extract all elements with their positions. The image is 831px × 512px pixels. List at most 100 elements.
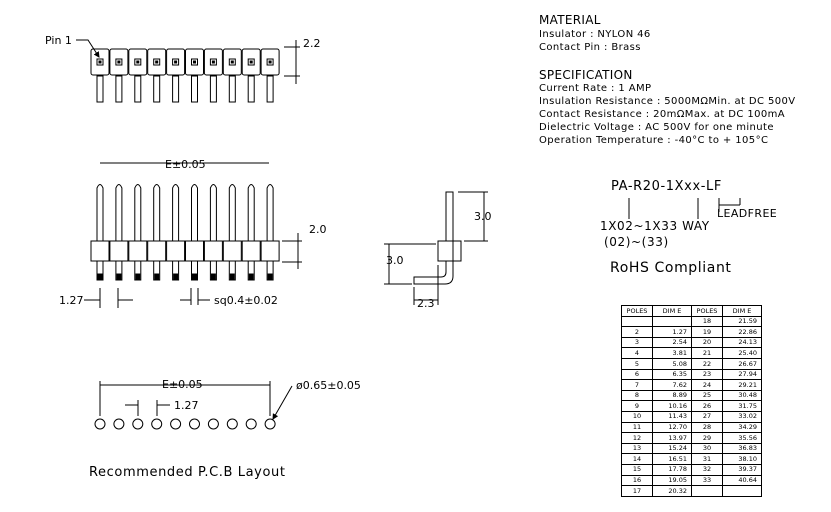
front-pin-upper	[134, 184, 142, 241]
top-pin-square	[172, 58, 180, 66]
pcb-hole	[264, 418, 276, 430]
front-pin-upper	[247, 184, 255, 241]
dim-e-cell: 25.40	[722, 347, 762, 359]
poles-cell: 24	[691, 379, 723, 391]
front-pin-lower	[153, 261, 161, 281]
front-housing-cell	[109, 240, 129, 262]
front-housing-cell	[166, 240, 186, 262]
top-pin-square	[228, 58, 236, 66]
pin1-label: Pin 1	[45, 34, 72, 47]
top-pin-dot	[230, 60, 234, 64]
poles-cell: 31	[691, 453, 723, 465]
top-housing-cell	[260, 48, 280, 76]
top-pin-square	[247, 58, 255, 66]
top-pin-dot	[193, 60, 196, 64]
dim-e-cell: 11.43	[652, 410, 692, 423]
dim-1-27-pcb: 1.27	[174, 399, 199, 412]
poles-cell: 12	[621, 432, 653, 444]
dim-e-cell: 2.54	[652, 336, 692, 349]
poles-cell: 11	[621, 421, 653, 434]
front-pin-lower	[266, 261, 274, 281]
top-pin-square	[153, 58, 161, 66]
spec-line-2: Insulation Resistance : 5000MΩMin. at DC…	[539, 96, 796, 107]
top-pin-dot	[136, 60, 140, 64]
poles-cell: 23	[691, 368, 723, 381]
dim-e-cell: 26.67	[722, 357, 762, 370]
dim-e-cell	[722, 485, 762, 497]
spec-line-3: Contact Resistance : 20mΩMax. at DC 100m…	[539, 109, 785, 120]
header-poles-1: POLES	[621, 305, 653, 317]
dim-2-3: 2.3	[417, 297, 435, 310]
pcb-hole	[113, 418, 125, 430]
dim-e-cell: 15.24	[652, 442, 692, 455]
poles-cell: 15	[621, 463, 653, 476]
top-pin-tail	[228, 75, 236, 103]
dim-e-cell: 1.27	[652, 326, 692, 338]
poles-cell: 13	[621, 442, 653, 455]
header-poles-2: POLES	[691, 305, 723, 317]
dim-e-cell: 21.59	[722, 315, 762, 328]
poles-cell: 7	[621, 379, 653, 391]
top-housing-cell	[147, 48, 167, 76]
dim-e-cell: 29.21	[722, 379, 762, 391]
poles-cell: 2	[621, 326, 653, 338]
front-pin-upper	[266, 184, 274, 241]
dim-e-cell: 8.89	[652, 389, 692, 402]
front-housing-cell	[90, 240, 110, 262]
top-housing-cell	[222, 48, 242, 76]
front-pin-tip	[135, 273, 141, 280]
top-pin-square	[115, 58, 123, 66]
top-pin-tail	[266, 75, 274, 103]
dim-e-cell: 40.64	[722, 474, 762, 487]
dim-e-cell: 17.78	[652, 463, 692, 476]
front-housing-cell	[203, 240, 223, 262]
front-pin-upper	[191, 184, 198, 241]
top-pin-square	[266, 58, 274, 66]
dim-e-cell: 27.94	[722, 368, 762, 381]
dim-e-cell	[652, 315, 692, 328]
front-housing-cell	[241, 240, 261, 262]
pcb-hole	[207, 418, 219, 430]
poles-cell: 20	[691, 336, 723, 349]
front-pin-tip	[97, 273, 103, 280]
poles-cell: 8	[621, 389, 653, 402]
pcb-layout	[94, 418, 276, 430]
way-range: 1X02~1X33 WAY	[600, 219, 710, 233]
pole-range: (02)~(33)	[604, 235, 669, 249]
poles-cell: 4	[621, 347, 653, 359]
pcb-hole	[189, 418, 200, 430]
top-pin-dot	[249, 60, 253, 64]
top-pin-tail	[96, 75, 104, 103]
top-pin-dot	[174, 60, 178, 64]
top-housing-cell	[109, 48, 129, 76]
top-pin-dot	[117, 60, 121, 64]
dim-e-cell: 39.37	[722, 463, 762, 476]
dim-e-cell: 31.75	[722, 400, 762, 412]
pin1-leader	[76, 39, 100, 58]
front-view	[90, 184, 280, 281]
front-housing-cell	[222, 240, 242, 262]
top-pin-tail	[134, 75, 142, 103]
poles-cell: 3	[621, 336, 653, 349]
poles-cell: 6	[621, 368, 653, 381]
spec-line-5: Operation Temperature : -40°C to + 105°C	[539, 135, 769, 146]
front-pin-tip	[267, 273, 273, 280]
top-housing-cell	[185, 48, 204, 76]
spec-title: SPECIFICATION	[539, 68, 633, 82]
front-pin-lower	[172, 261, 180, 281]
dim-3-0-left: 3.0	[386, 254, 404, 267]
top-pin-tail	[153, 75, 161, 103]
top-pin-tail	[172, 75, 180, 103]
top-pin-dot	[155, 60, 159, 64]
